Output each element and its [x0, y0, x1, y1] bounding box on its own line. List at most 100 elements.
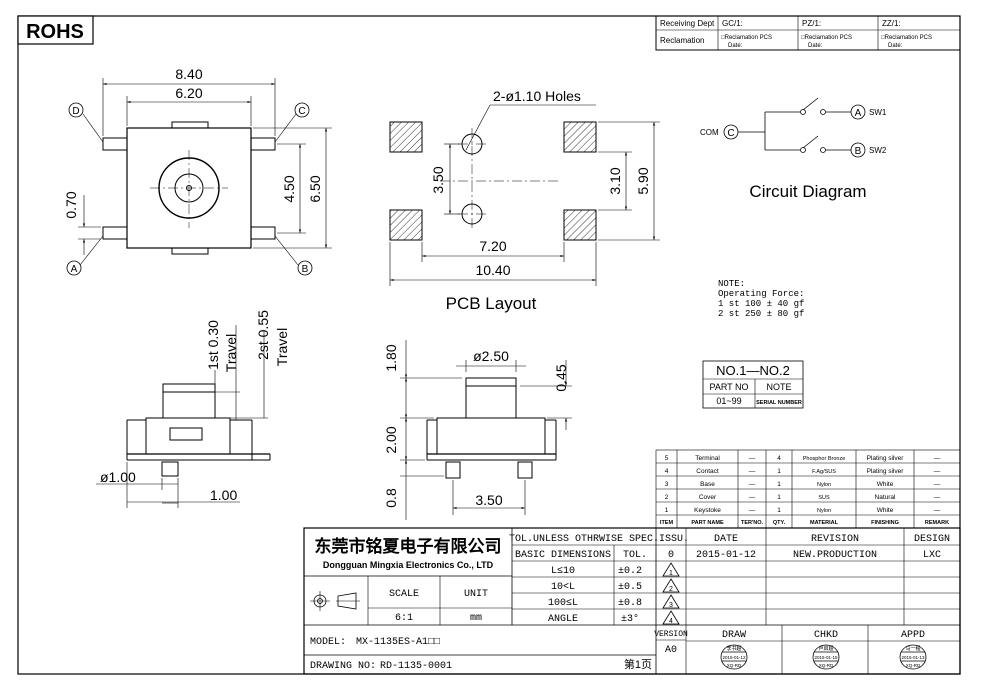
pad-bottom-right: [563, 209, 597, 241]
zz-field: ZZ/1:: [882, 19, 901, 28]
date-value: 2015-01-12: [696, 550, 756, 561]
note-line-3: 1 st 100 ± 40 gf: [718, 299, 804, 309]
bom-cell-qty: 1: [777, 481, 781, 488]
bom-cell-ter-no: —: [749, 455, 756, 462]
chkd-stamp-name: 卢启超: [818, 645, 833, 652]
bom-cell-ter-no: —: [749, 507, 756, 514]
pcb-labels: 2-ø1.10 Holes 3.50 3.10 5.90 7.20 10.40 …: [430, 88, 651, 313]
dim-phi-250: ø2.50: [473, 348, 509, 364]
drawing-no-label: DRAWING NO:: [310, 661, 376, 672]
unit-label: UNIT: [464, 589, 488, 600]
pin-bottom-right: [250, 226, 276, 240]
tol-range-2: 10<L: [551, 582, 575, 593]
projection-cone: [337, 592, 357, 610]
front-post-left: [445, 461, 461, 479]
rev-triangle-1: [662, 562, 680, 577]
tol-value-3: ±0.8: [618, 598, 642, 609]
bom-cell-finishing: White: [877, 507, 894, 514]
bom-cell-qty: 4: [777, 455, 781, 462]
pad-top-left: [389, 121, 423, 153]
title-block: [303, 527, 961, 675]
sw1-contact: [802, 97, 819, 111]
revision-value: NEW.PRODUCTION: [793, 550, 877, 561]
note-header: NOTE: [766, 382, 791, 392]
rev-mark-4: 4: [669, 618, 673, 625]
pin-b-marker: [297, 260, 313, 276]
dim-620: 6.20: [175, 85, 202, 101]
bom-cell-finishing: Plating silver: [867, 468, 905, 475]
dim-045: 0.45: [553, 364, 569, 391]
bom-cell-material: F.Ag/SUS: [812, 469, 836, 475]
circuit-labels: COM C A B SW1 SW2 Circuit Diagram: [700, 108, 887, 201]
title-block-text: 东莞市铭夏电子有限公司 Dongguan Mingxia Electronics…: [310, 534, 950, 672]
bom-cell-item: 2: [665, 494, 669, 501]
model-value: MX-1135ES-A1□□: [356, 637, 440, 648]
bom-cell-remark: —: [934, 455, 941, 462]
part-table-title: NO.1—NO.2: [716, 363, 790, 378]
pin-c-marker: [294, 102, 310, 118]
pin-bottom-left: [102, 226, 128, 240]
pcb-holes-label: 2-ø1.10 Holes: [493, 88, 581, 104]
bom-cell-material: Nylon: [817, 482, 831, 488]
chkd-stamp: [812, 644, 840, 670]
gc-field: GC/1:: [722, 19, 743, 28]
tol-header: TOL.: [623, 550, 647, 561]
side-window: [169, 427, 203, 441]
pcb-dim-720: 7.20: [479, 238, 506, 254]
front-view: [400, 340, 572, 520]
sw2-contact: [802, 135, 819, 149]
bom-cell-qty: 1: [777, 468, 781, 475]
date-1: Date:: [728, 43, 743, 49]
scale-value: 6:1: [395, 613, 413, 624]
sw2-terminal: [850, 142, 866, 158]
version-value: A0: [665, 645, 677, 656]
circuit-title: Circuit Diagram: [749, 182, 866, 201]
rev-triangle-3: [662, 594, 680, 609]
note-line-1: NOTE:: [718, 279, 745, 289]
bom-cell-item: 1: [665, 507, 669, 514]
pcb-dim-590: 5.90: [635, 167, 651, 194]
receiving-dept: Receiving Dept: [660, 19, 715, 28]
bom-table: [655, 449, 961, 529]
issu-value: 0: [668, 550, 674, 561]
pcb-dim-350: 3.50: [430, 166, 446, 193]
date-3: Date:: [888, 43, 903, 49]
bom-header-finishing: FINISHING: [871, 520, 899, 526]
page-number: 第1页: [624, 657, 652, 671]
note-line-4: 2 st 250 ± 80 gf: [718, 309, 804, 319]
tol-title: TOL.UNLESS OTHRWISE SPEC.: [509, 534, 659, 545]
chkd-stamp-dept: XQ-RD: [819, 663, 834, 668]
rohs-label: ROHS: [26, 21, 84, 43]
rev-mark-3: 3: [669, 602, 673, 609]
bom-cell-material: Phosphor Bronze: [803, 456, 846, 462]
side-post: [161, 461, 179, 477]
com-label: COM: [700, 128, 719, 137]
chkd-stamp-date: 2015-01-15: [814, 655, 838, 660]
appd-stamp-date: 2015-01-13: [901, 655, 925, 660]
pad-bottom-left: [389, 209, 423, 241]
rev-mark-1: 1: [669, 570, 673, 577]
circuit-c-label: C: [727, 128, 734, 139]
tol-range-4: ANGLE: [548, 614, 578, 625]
pz-field: PZ/1:: [802, 19, 821, 28]
reclamation: Reclamation: [660, 36, 704, 45]
bom-cell-qty: 1: [777, 507, 781, 514]
dim-phi-100: ø1.00: [100, 469, 136, 485]
note-block: NOTE: Operating Force: 1 st 100 ± 40 gf …: [718, 279, 804, 319]
appd-label: APPD: [901, 630, 925, 641]
front-view-labels: 1.80 ø2.50 0.45 2.00 0.8 3.50: [383, 344, 569, 508]
pin-d-marker: [68, 102, 84, 118]
sw1-terminal: [850, 104, 866, 120]
draw-stamp: [720, 644, 748, 670]
bom-cell-qty: 1: [777, 494, 781, 501]
bottom-notch: [171, 247, 209, 255]
sw2-label: SW2: [869, 146, 887, 155]
dim-840: 8.40: [175, 66, 202, 82]
part-no-header: PART NO: [709, 382, 748, 392]
dim-350: 3.50: [475, 492, 502, 508]
pcb-dim-310: 3.10: [607, 167, 623, 194]
bom-cell-material: Nylon: [817, 508, 831, 514]
bom-cell-item: 4: [665, 468, 669, 475]
model-label: MODEL:: [310, 637, 346, 648]
